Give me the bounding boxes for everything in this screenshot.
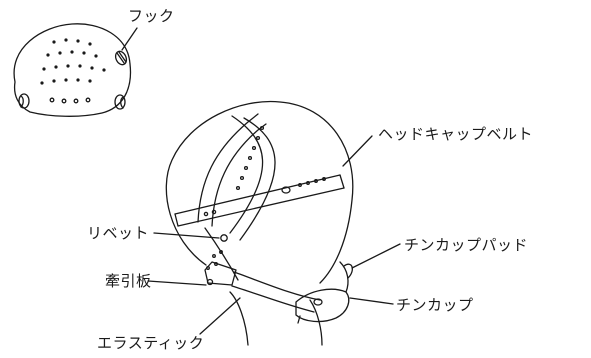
elastic-label: エラスティック (97, 334, 205, 352)
chincup-pad-leader (351, 243, 401, 269)
chincup-label: チンカップ (396, 296, 474, 314)
rivet-leader (153, 232, 220, 239)
traction-plate (204, 261, 237, 286)
elastic-leader (199, 297, 241, 335)
strap-holes (203, 125, 326, 270)
headcap-belt-label: ヘッドキャップベルト (378, 125, 534, 143)
headcap-straps (174, 113, 345, 241)
chincup-inset-knobs (18, 93, 126, 110)
chincup (295, 288, 350, 324)
chincup-leader (349, 297, 394, 305)
chincup-inset-bottom-holes (49, 97, 91, 104)
rivet-label: リベット (87, 224, 150, 242)
traction-plate-leader (147, 280, 207, 286)
chincup-pad-label: チンカップパッド (404, 236, 529, 254)
chincup-pad (339, 261, 354, 293)
hook-icon (114, 50, 128, 66)
elastic-band (231, 271, 321, 313)
hook-label: フック (128, 7, 175, 25)
chincup-inset-holes (40, 38, 106, 85)
headcap-belt-leader (342, 135, 373, 167)
chincup-inset-outline (13, 23, 132, 117)
chincup-inset (13, 23, 132, 117)
hook-leader (121, 27, 138, 51)
traction-plate-label: 牽引板 (105, 272, 152, 290)
